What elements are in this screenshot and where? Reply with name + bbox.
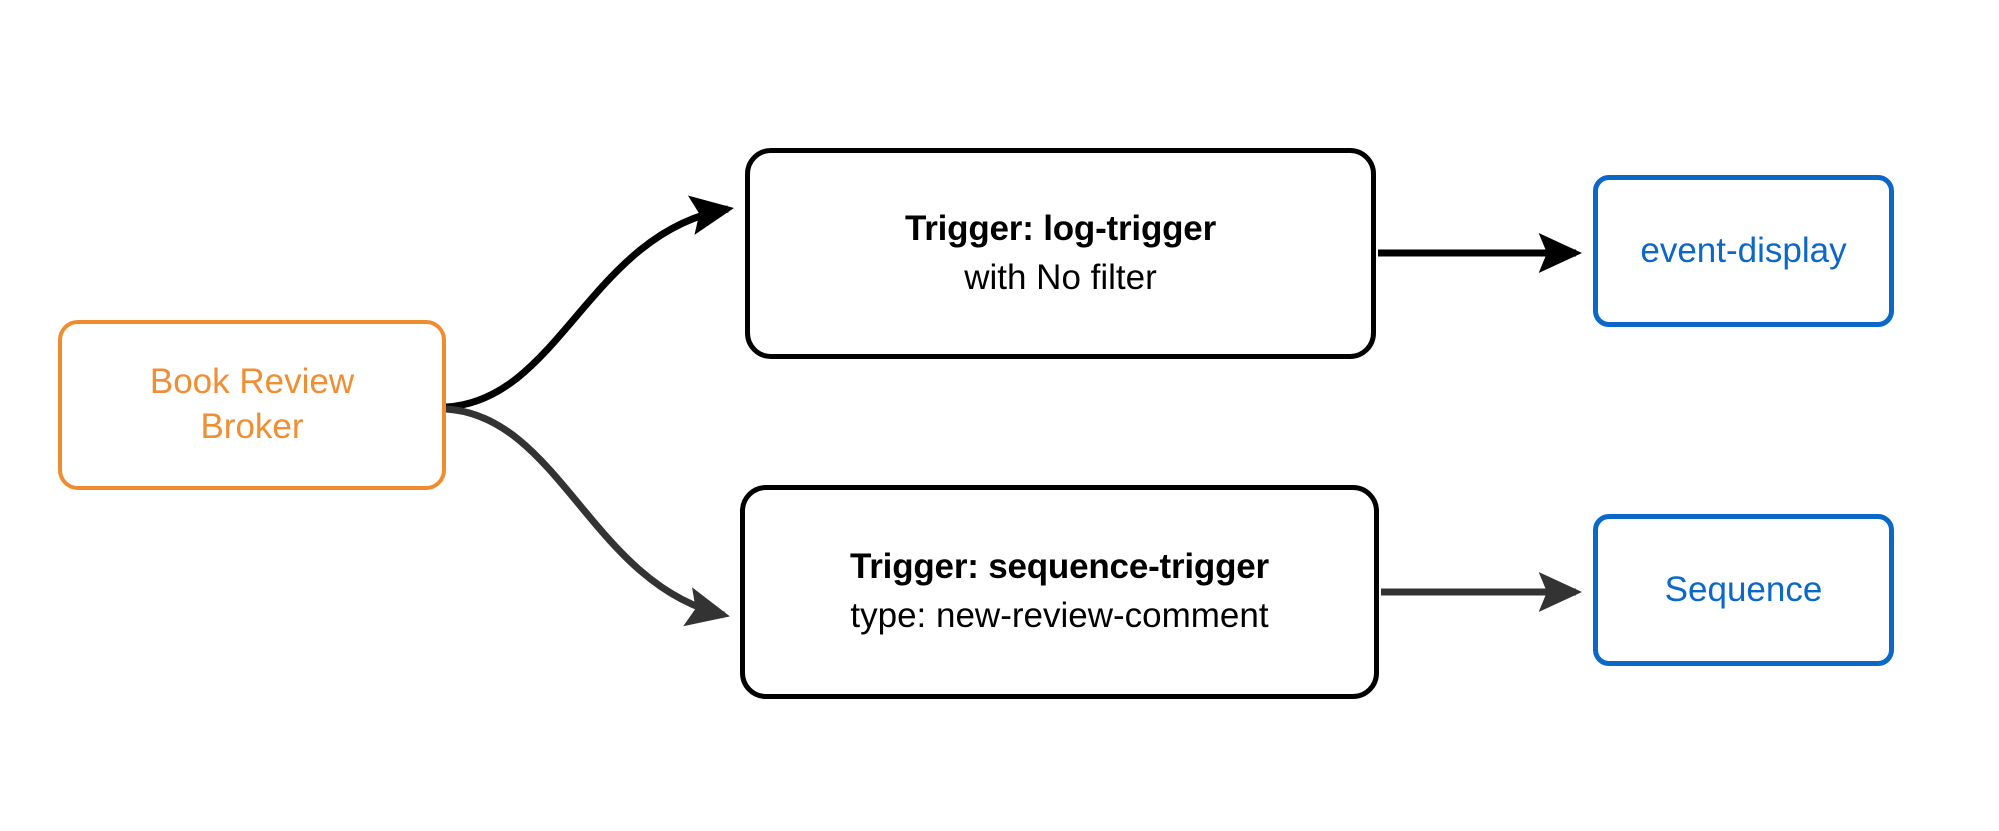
edge-broker-to-sequence-trigger xyxy=(445,405,730,627)
sequence-trigger-title: Trigger: sequence-trigger xyxy=(850,547,1269,587)
broker-label-line-1: Book Review xyxy=(149,362,355,402)
event-display-label: event-display xyxy=(1640,230,1847,270)
node-log-trigger[interactable]: Trigger: log-trigger with No filter xyxy=(745,148,1376,359)
edge-broker-to-log-trigger xyxy=(445,195,734,411)
node-sequence[interactable]: Sequence xyxy=(1593,514,1894,666)
sequence-trigger-subtitle: type: new-review-comment xyxy=(850,596,1269,635)
log-trigger-title: Trigger: log-trigger xyxy=(904,208,1216,248)
node-event-display[interactable]: event-display xyxy=(1593,175,1894,327)
sequence-label: Sequence xyxy=(1664,569,1823,609)
log-trigger-subtitle: with No filter xyxy=(964,257,1157,297)
node-book-review-broker[interactable]: Book Review Broker xyxy=(58,320,446,490)
node-sequence-trigger[interactable]: Trigger: sequence-trigger type: new-revi… xyxy=(740,485,1379,699)
broker-label-line-2: Broker xyxy=(200,407,304,446)
